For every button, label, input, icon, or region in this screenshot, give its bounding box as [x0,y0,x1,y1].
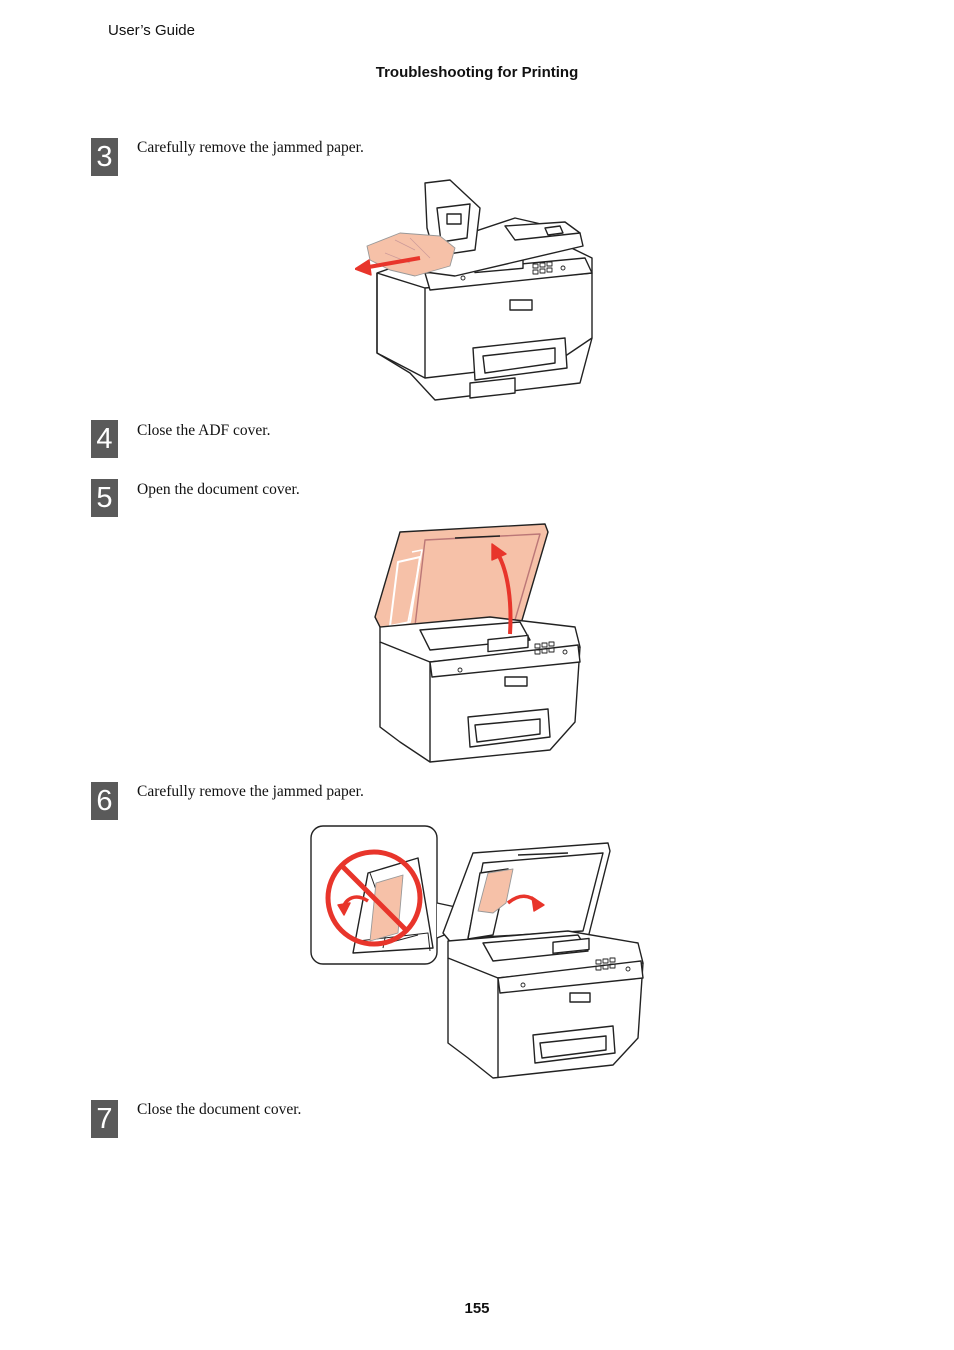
step-5-badge: 5 [91,479,118,517]
guide-title: User’s Guide [108,22,195,39]
step-3-text: Carefully remove the jammed paper. [137,139,364,156]
step-4-badge: 4 [91,420,118,458]
step-7-badge: 7 [91,1100,118,1138]
page-number: 155 [464,1300,490,1317]
printer-open-cover-illustration [374,523,581,763]
step-7-text: Close the document cover. [137,1101,302,1118]
section-title: Troubleshooting for Printing [375,64,579,81]
printer-glass-jam-illustration [310,825,644,1079]
step-6-text: Carefully remove the jammed paper. [137,783,364,800]
step-5-text: Open the document cover. [137,481,300,498]
printer-adf-jam-illustration [355,179,593,401]
step-6-badge: 6 [91,782,118,820]
step-3-badge: 3 [91,138,118,176]
step-4-text: Close the ADF cover. [137,422,271,439]
